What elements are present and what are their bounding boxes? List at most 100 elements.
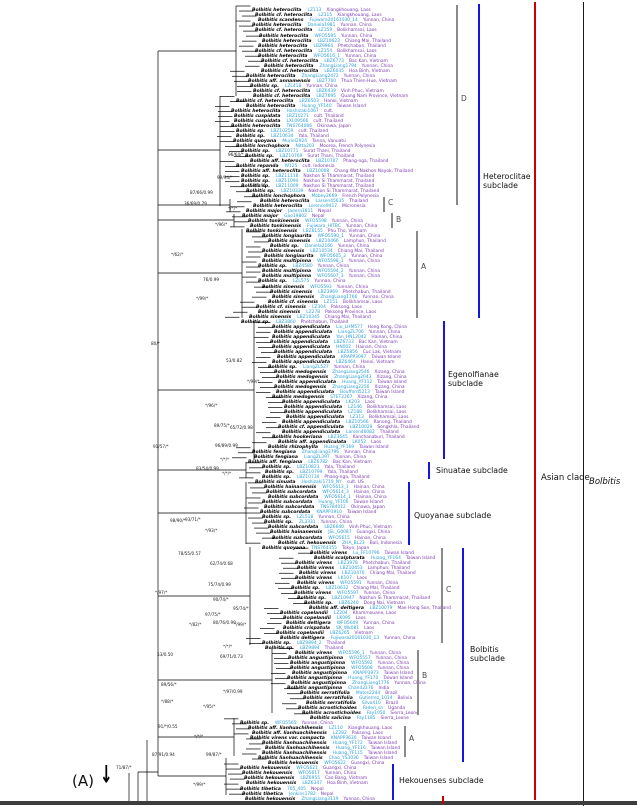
accession-id: LiangZL706	[338, 329, 364, 335]
species-name: Bolbitis medogensis	[274, 384, 327, 390]
species-name: Bolbitis angustipinna	[291, 681, 347, 687]
species-name: Bolbitis sp.	[250, 83, 279, 89]
support-values: 80/*	[151, 341, 160, 346]
accession-id: Huang_YF164	[370, 555, 401, 561]
locality-name: Xizang, China	[374, 369, 405, 375]
species-name: Bolbitis major	[242, 214, 279, 220]
accession-id: Fay1050	[366, 711, 386, 717]
species-name: Bolbitis scalpturata	[314, 555, 365, 561]
accession-id: ZhangLiang3119	[301, 796, 339, 802]
locality-name: Yunnan, China	[363, 620, 395, 626]
accession-id: LBZ11009	[275, 184, 299, 190]
accession-id: WFO5590_1	[317, 234, 345, 240]
locality-name: Mae Hong Son, Thailand	[397, 605, 451, 611]
locality-name: Hanoi, Vietnam	[323, 98, 358, 104]
accession-id: WFO5593	[310, 284, 332, 290]
species-name: Bolbitis cf. heteroclita	[253, 93, 311, 99]
species-name: Bolbitis aff. fengiana	[248, 460, 303, 466]
species-name: Bolbitis salicina	[310, 716, 351, 722]
locality-name: Hanoi, Vietnam	[360, 359, 395, 365]
species-name: Bolbitis aff. heteroclita	[250, 159, 310, 164]
species-name: Bolbitis cf. heteroclita	[261, 58, 319, 64]
species-name: Bolbitis quoyana	[262, 545, 306, 551]
locality-name: Songkhla, Thailand	[377, 425, 420, 431]
figure-divider-bar	[0, 801, 637, 805]
accession-id: LXL09566	[286, 118, 309, 124]
accession-id: LBZ10566	[346, 420, 369, 426]
species-name: Bolbitis appendiculata	[276, 389, 335, 395]
locality-name: Taiwan Island	[346, 510, 377, 516]
species-name: Bolbitis cf. sinensis	[256, 304, 307, 310]
accession-id: LBZ10707	[315, 159, 339, 164]
accession-id: ZhangLiang1776	[352, 681, 390, 687]
accession-id: ZhangLiang2472	[301, 73, 339, 79]
accession-id: Larsen46082	[346, 430, 375, 436]
accession-id: LBZ11118	[275, 174, 299, 180]
accession-id: ZL3331	[298, 520, 316, 526]
genus-label: Bolbitis	[589, 477, 621, 487]
locality-name: Nakhon Si Thammarat, Thailand	[303, 174, 375, 180]
subclade-bar	[392, 764, 395, 800]
accession-id: LZ146	[348, 404, 362, 410]
locality-name: Xiangkhouang, Laos	[337, 13, 382, 19]
locality-name: Hong Kong, China	[367, 324, 407, 330]
species-name: Bolbitis angustipinna	[290, 661, 346, 666]
locality-name: Yunnan, China	[366, 580, 398, 586]
accession-id: LBZ6773	[324, 58, 344, 64]
species-name: Bolbitis medogensis	[272, 394, 325, 400]
locality-name: cult. Thailand	[313, 118, 344, 124]
species-name: Bolbitis medogensis	[276, 374, 329, 380]
accession-id: LBZ11094	[275, 179, 299, 185]
accession-id: Huang_YF115	[332, 751, 363, 757]
species-name: Bolbitis cf. heteroclita	[261, 68, 319, 74]
accession-id: Huang_YF172	[332, 741, 363, 747]
species-name: Bolbitis aff. annamensis	[248, 78, 311, 84]
species-name: Bolbitis deltigera	[286, 620, 331, 626]
locality-name: Yunnan, China	[384, 635, 416, 641]
locality-name: Tanna, Vanuatu	[312, 138, 346, 144]
species-name: Bolbitis hekouensis	[246, 781, 297, 787]
locality-name: Yunnan, China	[314, 279, 346, 285]
species-name: Bolbitis virens	[297, 580, 335, 586]
locality-name: Sierra_Leone	[390, 711, 419, 717]
locality-name: Hoa Binh, Vietnam	[326, 781, 368, 787]
accession-id: LBZ3978	[338, 560, 358, 566]
accession-id: LBZ7695	[316, 93, 336, 99]
accession-id: LBZ10799	[299, 470, 323, 476]
species-name: Bolbitis heteroclita	[262, 38, 312, 44]
accession-id: WFO5609	[336, 620, 359, 626]
accession-id: ZhangLiang2256	[332, 384, 370, 390]
group-bracket	[383, 197, 385, 212]
locality-name: Yunnan, China	[344, 450, 376, 456]
species-name: Bolbitis multipinna	[262, 274, 312, 280]
accession-id: WFO5591	[340, 580, 362, 586]
species-name: Bolbitis heteroclita	[231, 108, 281, 114]
locality-name: Xizang, China	[376, 374, 407, 380]
locality-name: Taiwan Island	[367, 751, 398, 757]
taxon-row: Bolbitis virens WFO5591 Yunnan, China	[297, 576, 398, 586]
locality-name: Hainan, China	[353, 485, 385, 491]
support-values: */93/*	[205, 528, 218, 533]
subclade-label: Quoyanae subclade	[414, 511, 492, 520]
locality-name: Yunnan, China	[324, 771, 357, 777]
locality-name: Laos	[364, 625, 375, 631]
support-values: 89/75/*	[214, 423, 230, 428]
accession-id: KRAPP3097	[341, 354, 367, 360]
